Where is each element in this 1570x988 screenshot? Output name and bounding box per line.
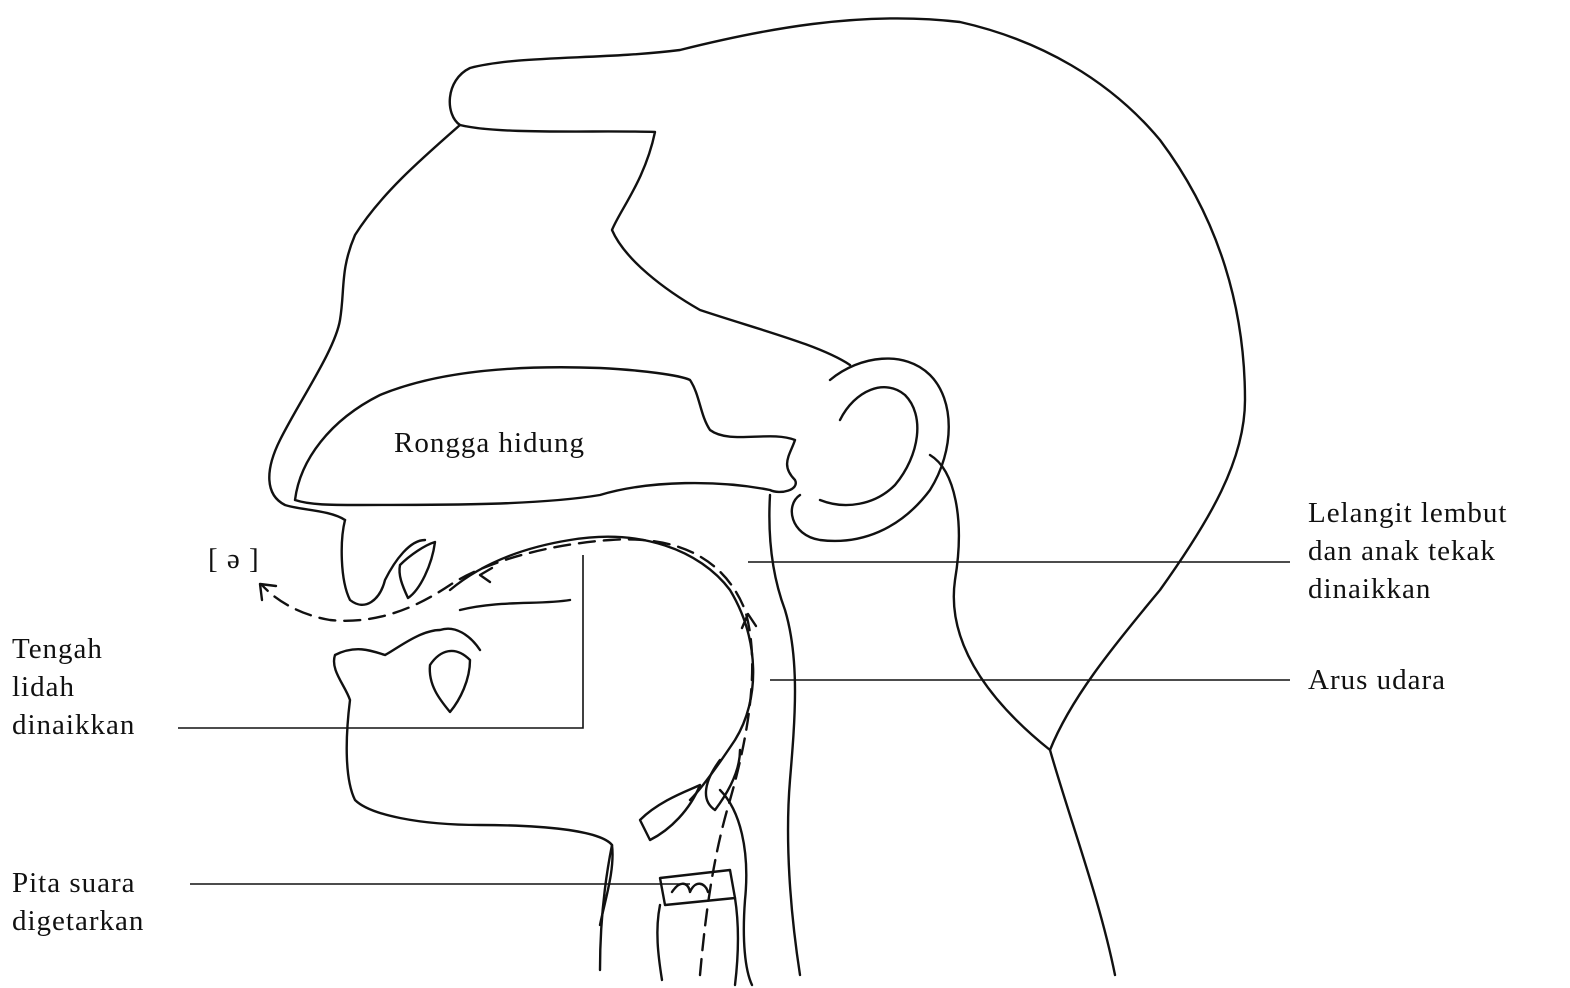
airflow-label: Arus udara (1308, 661, 1446, 699)
tongue-mid-line-1: Tengah (12, 630, 135, 668)
vocal-folds (672, 884, 708, 892)
tongue-mid-line-2: lidah (12, 668, 135, 706)
soft-palate-line-2: dan anak tekak (1308, 532, 1507, 570)
ear-inner (820, 387, 917, 505)
soft-palate-line-1: Lelangit lembut (1308, 494, 1507, 532)
tongue-mid-label: Tengah lidah dinaikkan (12, 630, 135, 744)
epiglottis (640, 785, 700, 840)
nasal-cavity-label: Rongga hidung (394, 424, 585, 462)
head-outline (450, 18, 1245, 975)
ear-outer (792, 359, 949, 541)
vocal-cords-line-1: Pita suara (12, 864, 144, 902)
larynx-box (660, 870, 735, 905)
lower-tooth (430, 651, 470, 712)
throat-left (600, 845, 612, 970)
neck-back (930, 455, 1050, 750)
vocal-cords-label: Pita suara digetarkan (12, 864, 144, 940)
vowel-symbol-label: [ ə ] (208, 540, 260, 578)
soft-palate-label: Lelangit lembut dan anak tekak dinaikkan (1308, 494, 1507, 608)
pharynx-back-wall (769, 495, 800, 975)
tongue-lower (460, 600, 570, 610)
airflow-arrow-mouth (480, 568, 492, 582)
tongue-outline (450, 537, 753, 800)
upper-lip (342, 520, 425, 605)
vocal-cords-line-2: digetarkan (12, 902, 144, 940)
soft-palate-line-3: dinaikkan (1308, 570, 1507, 608)
lower-lip (334, 629, 613, 925)
tongue-mid-line-3: dinaikkan (12, 706, 135, 744)
leader-tongue (178, 555, 583, 728)
trachea (657, 898, 738, 985)
